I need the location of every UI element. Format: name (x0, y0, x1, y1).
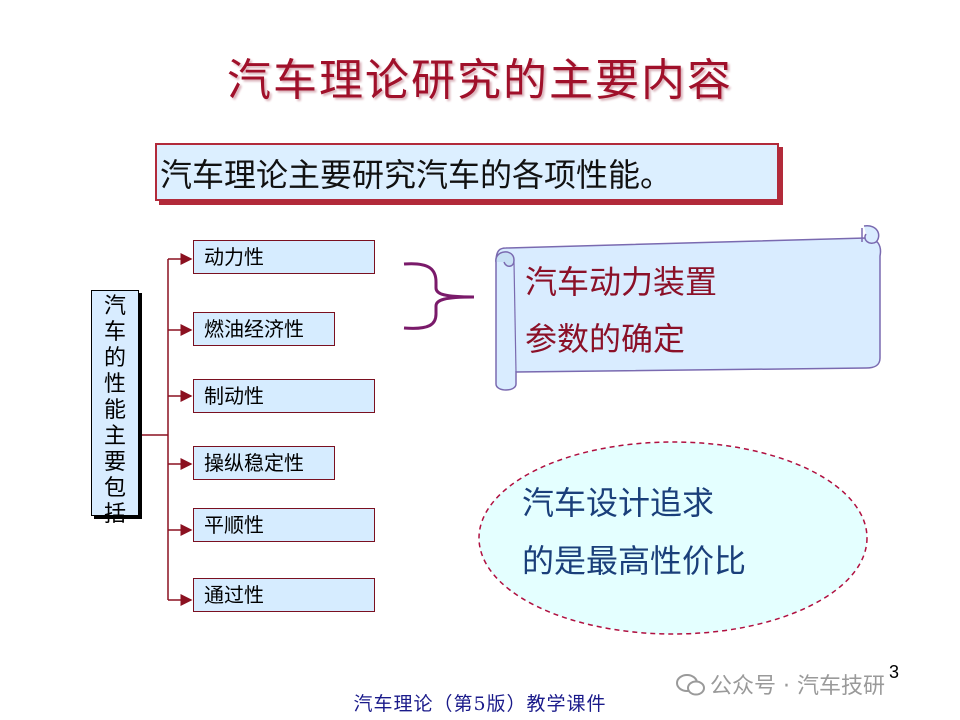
item-fuel-economy: 燃油经济性 (193, 312, 335, 346)
item-braking: 制动性 (193, 379, 375, 413)
item-handling-stability: 操纵稳定性 (193, 446, 335, 480)
wechat-icon (676, 674, 705, 696)
scroll-text: 汽车动力装置 参数的确定 (525, 263, 718, 358)
footer-text: 汽车理论（第5版）教学课件 (353, 693, 607, 715)
ellipse-text: 汽车设计追求 的是最高性价比 (522, 484, 747, 580)
root-label: 汽 车 的 性 能 主 要 包 括 (103, 294, 126, 527)
scroll-shape (495, 225, 882, 391)
subtitle-text: 汽车理论主要研究汽车的各项性能。 (160, 156, 673, 194)
slide-title: 汽车理论研究的主要内容 (227, 55, 733, 106)
item-passability: 通过性 (193, 578, 375, 612)
ellipse-shape (478, 441, 868, 635)
page-number: 3 (889, 662, 900, 682)
item-ride-comfort: 平顺性 (193, 508, 375, 542)
root-box (91, 290, 139, 516)
watermark: 公众号 · 汽车技研 (676, 668, 885, 700)
curly-brace (403, 262, 475, 330)
item-dynamic: 动力性 (193, 240, 375, 274)
subtitle-box (155, 143, 779, 201)
